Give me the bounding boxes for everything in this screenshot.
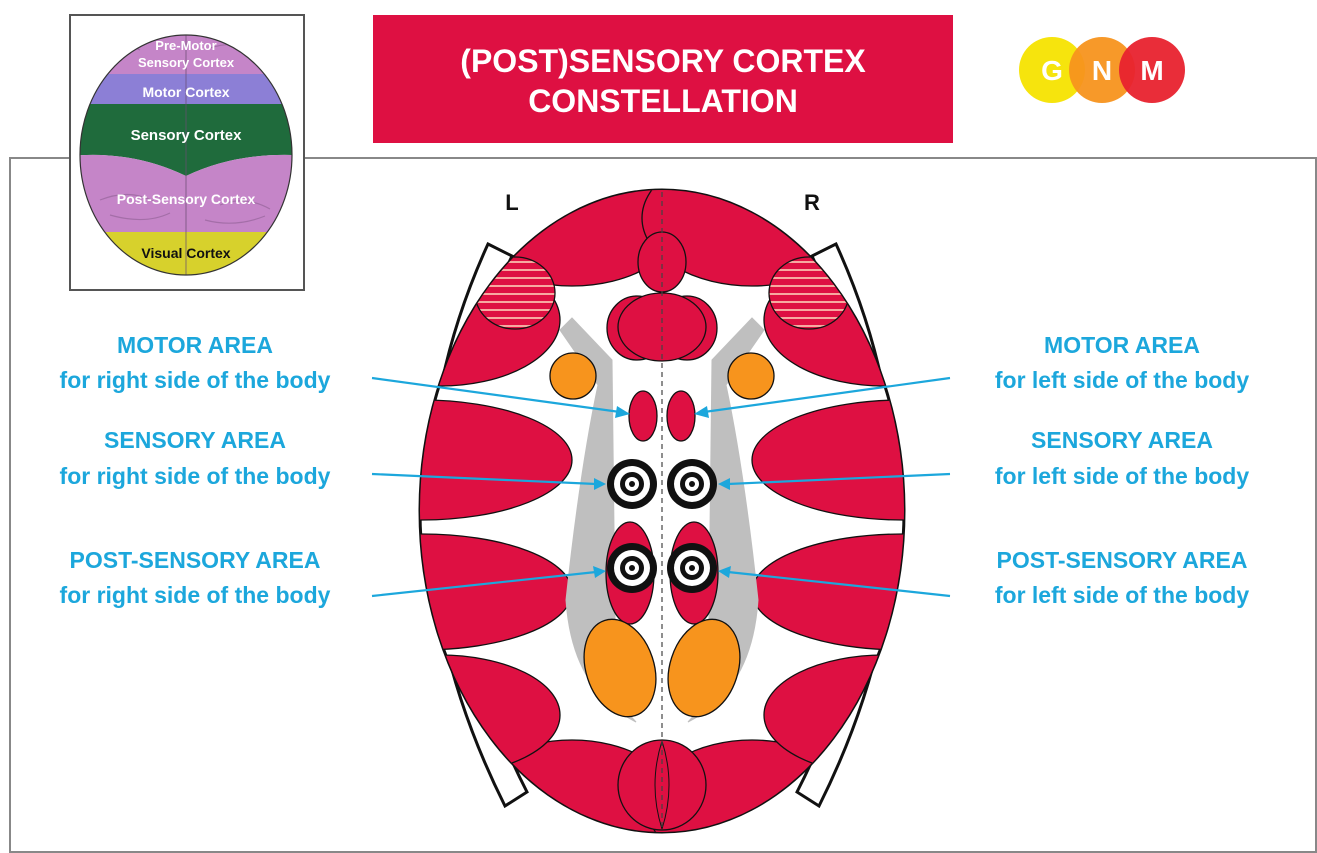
left-sensory-title: SENSORY AREA xyxy=(104,427,286,453)
right-motor-oval xyxy=(666,390,696,442)
left-sensory-target xyxy=(607,459,657,509)
left-labels: MOTOR AREA for right side of the body SE… xyxy=(60,332,331,608)
left-post-sub: for right side of the body xyxy=(60,582,331,608)
bottom-center-oval xyxy=(617,739,707,831)
logo-letter-m: M xyxy=(1140,55,1163,86)
left-post-title: POST-SENSORY AREA xyxy=(70,547,321,573)
arrowhead-left-motor xyxy=(615,406,630,418)
motor-cortex-label: Motor Cortex xyxy=(142,84,229,100)
arrow-left-sensory xyxy=(371,472,597,486)
title-box xyxy=(373,15,953,143)
right-post-sub: for left side of the body xyxy=(995,582,1249,608)
arrow-right-post xyxy=(727,570,951,598)
left-side-label: L xyxy=(505,190,518,215)
postsensory-cortex-label: Post-Sensory Cortex xyxy=(117,191,256,207)
arrow-left-post xyxy=(371,570,597,598)
logo-circle-g xyxy=(1019,37,1085,103)
right-postsensory-target xyxy=(667,543,717,593)
arrowhead-left-post xyxy=(593,566,606,578)
logo-letter-n: N xyxy=(1092,55,1112,86)
premotor-label-2: Sensory Cortex xyxy=(138,55,235,70)
left-motor-sub: for right side of the body xyxy=(60,367,331,393)
pointer-arrows xyxy=(371,376,951,598)
left-orange-circle xyxy=(549,352,597,400)
right-orange-oval xyxy=(667,618,741,718)
title-line-2: CONSTELLATION xyxy=(528,83,798,119)
logo-letter-g: G xyxy=(1041,55,1063,86)
arrowhead-right-post xyxy=(718,566,731,578)
left-orange-oval xyxy=(583,618,657,718)
right-post-title: POST-SENSORY AREA xyxy=(997,547,1248,573)
logo-circle-m xyxy=(1119,37,1185,103)
right-sensory-target xyxy=(667,459,717,509)
right-labels: MOTOR AREA for left side of the body SEN… xyxy=(995,332,1249,608)
arrow-right-sensory xyxy=(727,472,951,486)
title-line-1: (POST)SENSORY CORTEX xyxy=(460,43,866,79)
right-sensory-sub: for left side of the body xyxy=(995,463,1249,489)
left-postsensory-target xyxy=(607,543,657,593)
arrowhead-left-sensory xyxy=(594,478,606,490)
title-banner: (POST)SENSORY CORTEX CONSTELLATION xyxy=(373,15,953,143)
right-orange-circle xyxy=(727,352,775,400)
gnm-logo: G N M xyxy=(1019,37,1185,103)
right-motor-title: MOTOR AREA xyxy=(1044,332,1200,358)
left-sensory-sub: for right side of the body xyxy=(60,463,331,489)
premotor-label-1: Pre-Motor xyxy=(155,38,216,53)
postsensory-region xyxy=(80,154,292,232)
logo-circle-n xyxy=(1069,37,1135,103)
arrowhead-right-motor xyxy=(694,406,709,418)
bottom-center-split xyxy=(654,740,670,830)
visual-cortex-label: Visual Cortex xyxy=(141,245,230,261)
left-motor-oval xyxy=(628,390,658,442)
sensory-cortex-label: Sensory Cortex xyxy=(131,127,243,144)
left-motor-title: MOTOR AREA xyxy=(117,332,273,358)
arrowhead-right-sensory xyxy=(718,478,730,490)
mini-brain-inset: Pre-Motor Sensory Cortex Motor Cortex Se… xyxy=(69,14,305,291)
arrow-right-motor xyxy=(703,376,951,414)
right-side-label: R xyxy=(804,190,820,215)
right-motor-sub: for left side of the body xyxy=(995,367,1249,393)
arrow-left-motor xyxy=(371,376,621,414)
mini-brain-outline xyxy=(79,34,293,276)
right-sensory-title: SENSORY AREA xyxy=(1031,427,1213,453)
